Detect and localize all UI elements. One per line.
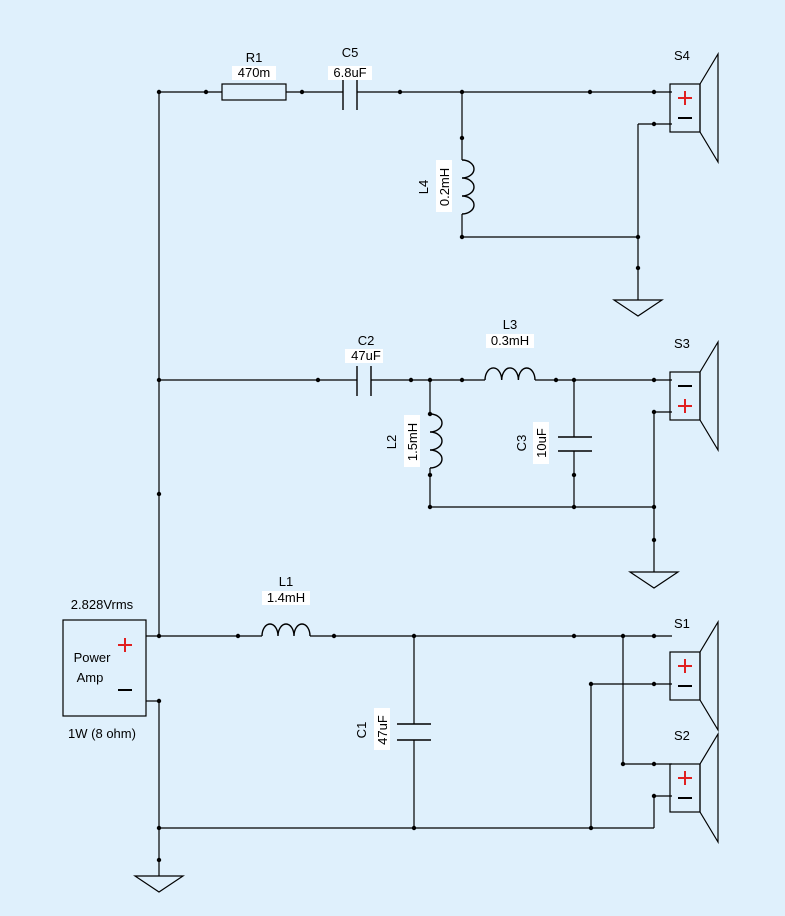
speaker-s4: S4 [669,48,719,165]
junction-dot [459,377,465,383]
junction-dot [635,265,641,271]
speaker-label: S2 [674,728,690,743]
junction-dot [156,377,162,383]
junction-dot [620,633,626,639]
c1-ref: C1 [354,722,369,739]
junction-dot [459,234,465,240]
inductor-l2: L2 1.5mH [384,413,443,469]
junction-dot [156,857,162,863]
junction-dot [588,681,594,687]
junction-dot [651,89,657,95]
speaker-s3: S3 [669,336,719,453]
junction-dot [156,89,162,95]
speaker-plus-icon [678,771,692,785]
junction-dots [156,89,657,863]
c1-value: 47uF [375,715,390,745]
junction-dot [651,504,657,510]
c5-value: 6.8uF [333,65,366,80]
junction-dot [587,89,593,95]
l1-value: 1.4mH [267,590,305,605]
junction-dot [651,377,657,383]
junction-dot [571,377,577,383]
c2-value: 47uF [351,348,381,363]
c3-ref: C3 [514,435,529,452]
capacitor-c3: C3 10uF [514,422,592,464]
c2-ref: C2 [358,333,375,348]
speaker-plus-icon [678,659,692,673]
junction-dot [411,633,417,639]
junction-dot [156,633,162,639]
inductor-l3: L3 0.3mH [484,317,536,381]
speaker-s1: S1 [669,616,719,733]
junction-dot [427,472,433,478]
junction-dot [588,825,594,831]
junction-dot [553,377,559,383]
junction-dot [315,377,321,383]
inductor-l4: L4 0.2mH [416,159,475,215]
junction-dot [651,761,657,767]
power-amp: Power Amp 2.828Vrms 1W (8 ohm) [62,597,147,741]
junction-dot [571,472,577,478]
capacitor-c1: C1 47uF [354,708,431,750]
amp-plus-icon [118,638,132,652]
l2-value: 1.5mH [405,423,420,461]
c3-value: 10uF [534,428,549,458]
c5-ref: C5 [342,45,359,60]
ground-icon [133,875,185,893]
capacitor-c2: C2 47uF [345,333,383,396]
junction-dot [651,121,657,127]
speaker-plus-icon [678,91,692,105]
junction-dot [651,409,657,415]
junction-dot [156,825,162,831]
amp-name-line2: Amp [77,670,104,685]
junction-dot [635,234,641,240]
junction-dot [620,761,626,767]
resistor-r1: R1 470m [221,50,287,101]
junction-dot [651,793,657,799]
ground-icon [612,299,664,317]
speaker-label: S4 [674,48,690,63]
junction-dot [156,698,162,704]
speaker-plus-icon [678,399,692,413]
junction-dot [459,89,465,95]
ground-icon [628,571,680,589]
junction-dot [203,89,209,95]
junction-dot [411,825,417,831]
amp-voltage: 2.828Vrms [71,597,134,612]
junction-dot [427,504,433,510]
capacitor-c5: C5 6.8uF [328,45,372,110]
junction-dot [651,633,657,639]
speaker-label: S1 [674,616,690,631]
junction-dot [459,135,465,141]
junction-dot [427,377,433,383]
inductor-l1: L1 1.4mH [238,574,311,637]
junction-dot [571,504,577,510]
speaker-label: S3 [674,336,690,351]
junction-dot [571,633,577,639]
junction-dot [651,537,657,543]
l3-ref: L3 [503,317,517,332]
junction-dot [299,89,305,95]
junction-dot [156,491,162,497]
l4-value: 0.2mH [437,168,452,206]
amp-name-line1: Power [74,650,112,665]
l4-ref: L4 [416,180,431,194]
l1-ref: L1 [279,574,293,589]
r1-ref: R1 [246,50,263,65]
junction-dot [397,89,403,95]
speaker-s2: S2 [669,728,719,845]
l3-value: 0.3mH [491,333,529,348]
junction-dot [408,377,414,383]
junction-dot [651,681,657,687]
amp-power: 1W (8 ohm) [68,726,136,741]
r1-value: 470m [238,65,271,80]
junction-dot [331,633,337,639]
l2-ref: L2 [384,435,399,449]
